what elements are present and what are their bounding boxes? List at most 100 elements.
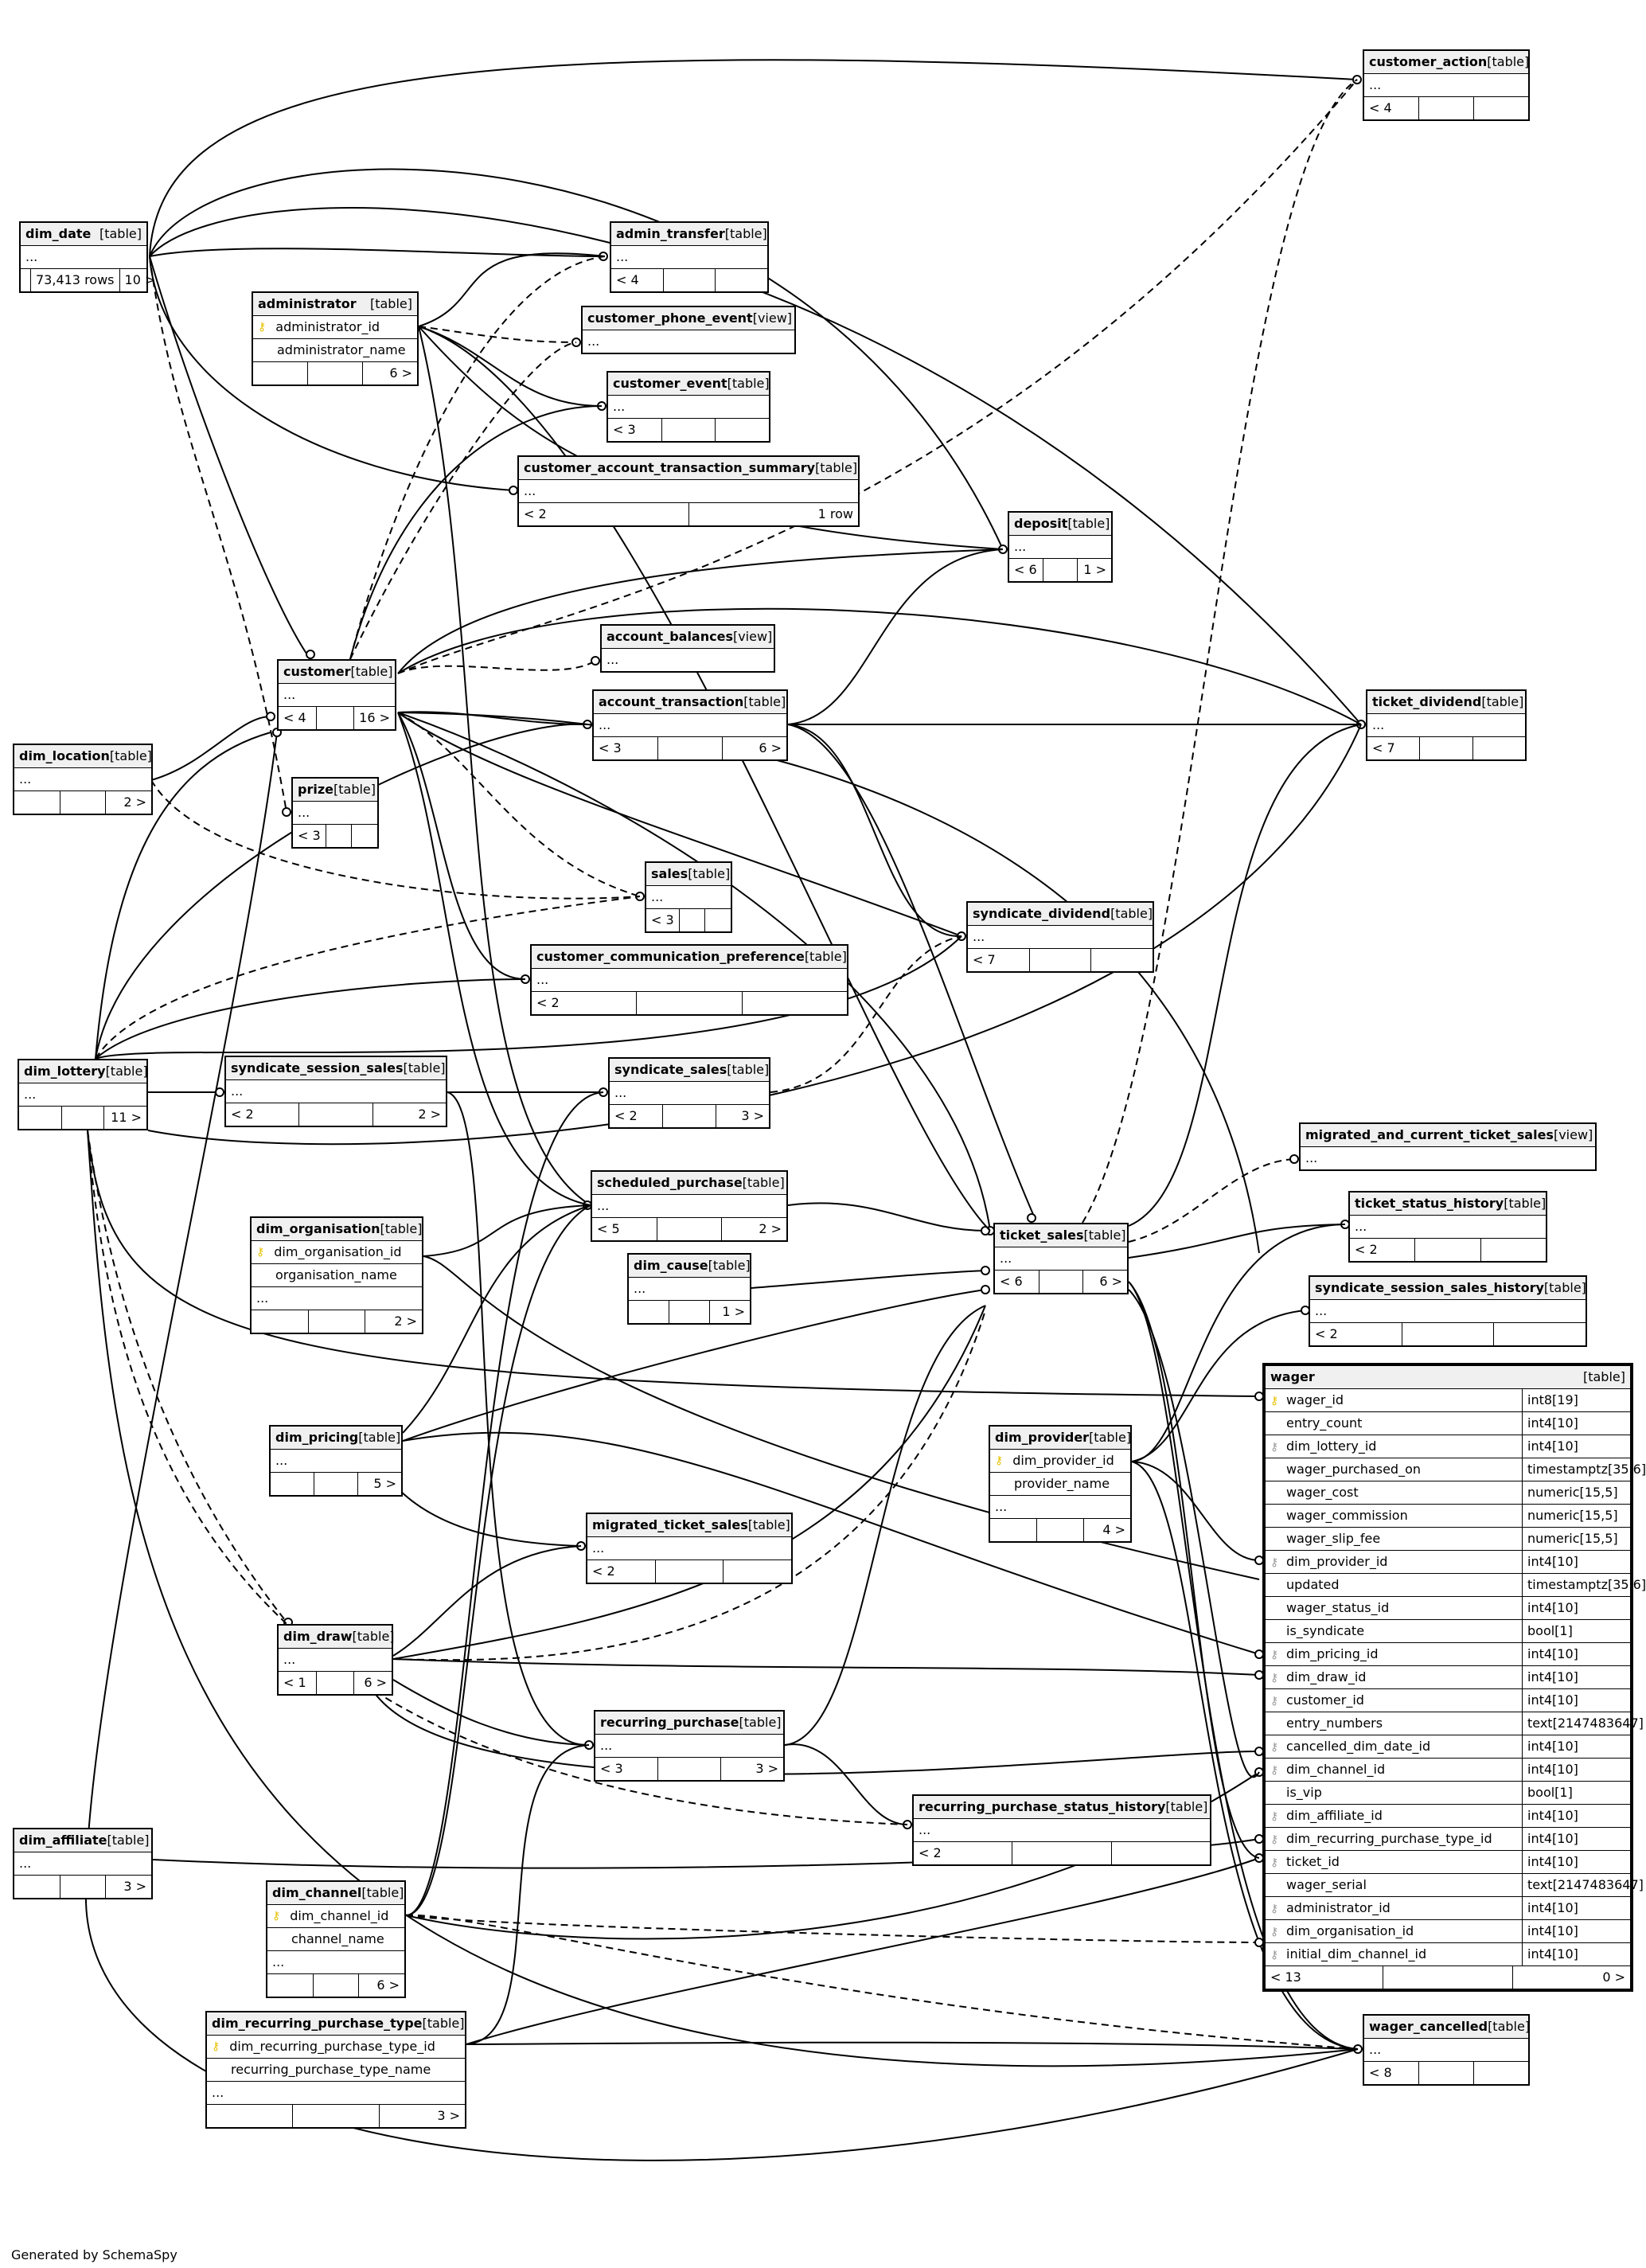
column-name: wager_id [1286, 1392, 1344, 1407]
table-sales[interactable]: sales[table]...< 3 [645, 861, 732, 933]
row-count [1401, 1323, 1494, 1345]
row-count [669, 1301, 709, 1323]
relationship-line [405, 1204, 591, 1916]
relationship-line [150, 716, 271, 781]
table-migrated-ticket-sales[interactable]: migrated_ticket_sales[table]...< 2 [586, 1513, 793, 1584]
ellipsis: ... [524, 483, 536, 498]
relationship-line [87, 1130, 1359, 2067]
table-name: sales [651, 866, 688, 881]
column-name-cell: entry_numbers [1266, 1712, 1523, 1735]
table-ticket-status-history[interactable]: ticket_status_history[table]...< 2 [1348, 1191, 1547, 1263]
row-count [1028, 949, 1091, 971]
primary-key-icon: ⚷ [272, 1910, 281, 1923]
table-footer: < 3 [293, 824, 377, 847]
parents-count [207, 2105, 292, 2127]
table-customer-phone-event[interactable]: customer_phone_event[view]... [581, 306, 796, 354]
parents-count: < 4 [616, 272, 639, 287]
ellipsis: ... [599, 717, 611, 732]
table-name: customer_communication_preference [536, 949, 805, 964]
table-account-balances[interactable]: account_balances[view]... [600, 624, 775, 673]
table-type: [table] [742, 1175, 785, 1190]
table-type: [view] [1553, 1127, 1593, 1142]
ellipsis: ... [1305, 1150, 1318, 1165]
table-ticket-dividend[interactable]: ticket_dividend[table]...< 7 [1366, 689, 1527, 761]
children-count: 3 > [105, 1876, 151, 1898]
table-dim-affiliate[interactable]: dim_affiliate[table]...3 > [13, 1828, 153, 1899]
children-count: 3 > [378, 2105, 465, 2127]
table-prize[interactable]: prize[table]...< 3 [291, 777, 379, 849]
table-wager-cancelled[interactable]: wager_cancelled[table]...< 8 [1363, 2014, 1530, 2086]
children-count: 0 > [1512, 1966, 1630, 1989]
table-customer-action[interactable]: customer_action[table]...< 4 [1363, 49, 1530, 121]
table-dim-pricing[interactable]: dim_pricing[table]...5 > [269, 1425, 403, 1497]
table-dim-lottery[interactable]: dim_lottery[table]...11 > [18, 1059, 148, 1130]
parents-count: < 6 [1000, 1274, 1023, 1289]
column-name: provider_name [1014, 1476, 1110, 1491]
column-name-cell: ⚷customer_id [1266, 1689, 1523, 1712]
primary-key-icon: ⚷ [258, 321, 267, 334]
table-header: ticket_sales[table] [995, 1224, 1127, 1247]
row-count [678, 909, 705, 931]
more-columns: ... [1301, 1146, 1595, 1169]
table-name: recurring_purchase [600, 1715, 739, 1730]
parents-count [629, 1301, 669, 1323]
implied-relationship-line [349, 256, 606, 660]
row-count [1383, 1966, 1512, 1989]
foreign-key-icon: ⚷ [1270, 1556, 1279, 1569]
table-dim-organisation[interactable]: dim_organisation[table]⚷dim_organisation… [250, 1216, 423, 1334]
ellipsis: ... [616, 249, 629, 264]
ellipsis: ... [283, 1652, 296, 1667]
table-customer-event[interactable]: customer_event[table]...< 3 [607, 371, 770, 443]
table-syndicate-session-sales-history[interactable]: syndicate_session_sales_history[table]..… [1309, 1275, 1587, 1347]
relationship-line [1128, 1224, 1346, 1259]
column-type: int4[10] [1527, 1854, 1578, 1869]
table-customer-account-transaction-summary[interactable]: customer_account_transaction_summary[tab… [517, 455, 860, 527]
table-name: dim_pricing [275, 1430, 359, 1445]
table-syndicate-dividend[interactable]: syndicate_dividend[table]...< 7 [966, 901, 1154, 973]
relationship-line [149, 206, 1362, 725]
ellipsis: ... [1014, 539, 1027, 554]
table-header: syndicate_sales[table] [610, 1059, 769, 1081]
relationship-line [1128, 1289, 1260, 1778]
relationship-line [466, 1857, 1260, 2045]
table-header: wager_cancelled[table] [1364, 2016, 1530, 2038]
table-dim-location[interactable]: dim_location[table]...2 > [13, 744, 153, 815]
children-count: 1 > [709, 1301, 750, 1323]
more-columns: ... [19, 1083, 146, 1106]
column-type: int4[10] [1527, 1692, 1578, 1708]
table-type: [table] [815, 460, 858, 475]
parents-count: < 3 [599, 740, 622, 755]
relationship-line [784, 1305, 986, 1746]
implied-relationship-line [1128, 1158, 1295, 1243]
parents-count: < 3 [298, 828, 321, 843]
table-footer: 4 > [990, 1518, 1130, 1541]
table-dim-recurring-purchase-type[interactable]: dim_recurring_purchase_type[table]⚷dim_r… [205, 2011, 466, 2129]
parents-count: < 7 [973, 952, 996, 967]
table-footer: 6 > [253, 361, 417, 385]
table-admin-transfer[interactable]: admin_transfer[table]...< 4 [610, 221, 769, 293]
table-customer-communication-preference[interactable]: customer_communication_preference[table]… [530, 944, 848, 1016]
table-recurring-purchase-status-history[interactable]: recurring_purchase_status_history[table]… [912, 1794, 1211, 1866]
table-dim-cause[interactable]: dim_cause[table]...1 > [627, 1253, 751, 1325]
column-name-cell: ⚷dim_affiliate_id [1266, 1805, 1523, 1827]
table-name: prize [298, 782, 333, 797]
ellipsis: ... [600, 1738, 613, 1753]
table-migrated-and-current-ticket-sales[interactable]: migrated_and_current_ticket_sales[view].… [1299, 1122, 1597, 1171]
